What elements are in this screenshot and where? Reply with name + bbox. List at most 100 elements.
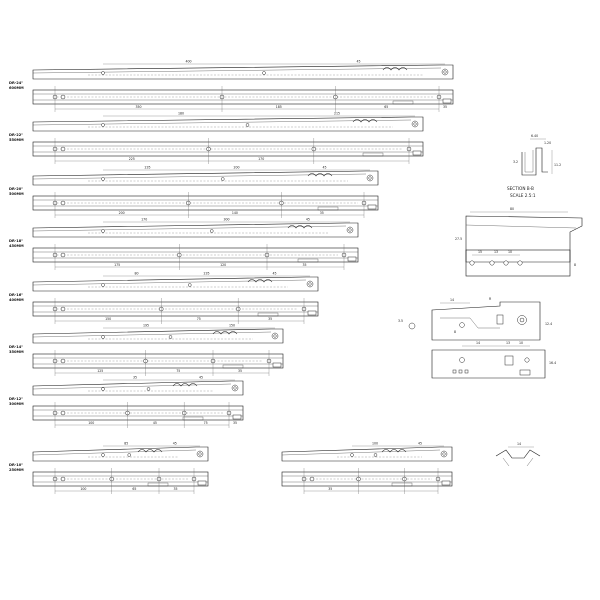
detail-top-hole	[503, 260, 509, 266]
rail-bottom-dim: 75	[176, 369, 180, 373]
rail-bottom-marking	[147, 482, 169, 487]
rail-bottom-marking	[391, 482, 413, 487]
rail-bottom-hole	[60, 94, 66, 100]
rail-size: 450MM	[9, 244, 24, 248]
rail-top-hole	[101, 283, 105, 287]
rail-bottom-dim: 65	[132, 487, 136, 491]
detail-top: 80 27.5 15 13 10 8	[455, 207, 583, 277]
rail-bottom-dim: 150	[105, 317, 111, 321]
rail-size: 350MM	[9, 350, 24, 354]
rail-label: DR-14"	[9, 345, 23, 349]
rail-hook-notches	[307, 173, 333, 177]
rail-bottom-marking	[392, 100, 414, 105]
rail-bottom-dim: 100	[88, 421, 94, 425]
detail-bottom: 14 13 10 16.4	[431, 341, 556, 379]
detail-top-hole	[517, 260, 523, 266]
rail-top-hole-inner	[348, 228, 352, 232]
rail-bottom-hole	[309, 476, 315, 482]
rail-top-member	[32, 116, 424, 132]
rail-top-member	[32, 170, 379, 186]
rail-bottom-member	[32, 471, 209, 487]
rail-top-hole	[221, 177, 225, 181]
rail-top-member	[32, 328, 284, 344]
section-dim-3: 3.2	[513, 160, 518, 164]
rail-bottom-hole	[60, 146, 66, 152]
rail-top-member	[32, 222, 359, 238]
detail-top-dim-4: 13	[494, 250, 498, 254]
rail-bottom-dim: 185	[276, 105, 282, 109]
section-dim-2: 1.20	[544, 141, 551, 145]
rail-top-member	[32, 446, 209, 462]
rail-top-hole-inner	[413, 122, 417, 126]
rail-bottom-hole	[60, 200, 66, 206]
rail-label: DR-20"	[9, 187, 23, 191]
detail-top-dim-5: 10	[508, 250, 512, 254]
rail-top-hole-inner	[273, 334, 277, 338]
rail-top-hole-inner	[442, 452, 446, 456]
detail-bottom-rect-hole	[504, 355, 514, 366]
rail-top-hole	[101, 71, 105, 75]
rail-top-dim: 45	[199, 376, 203, 380]
rail-top-dim: 45	[357, 60, 361, 64]
rail-bottom-hole	[60, 410, 66, 416]
detail-top-edge	[465, 224, 577, 229]
detail-bottom-dim-2: 13	[506, 341, 510, 345]
rail-top-edge	[32, 225, 347, 232]
rail-top-hole	[101, 123, 105, 127]
rail-top-dim: 215	[334, 112, 340, 116]
rail-top-hole	[350, 453, 354, 457]
rail-hook-notches	[352, 119, 378, 123]
rail-bottom-dim: 140	[232, 211, 238, 215]
section-title: SECTION B-B	[507, 186, 534, 191]
rail-top-hole	[373, 453, 378, 457]
rail-bottom-dim: 120	[220, 263, 226, 267]
rail-size: 300MM	[9, 402, 24, 406]
rail-hook-notches	[247, 279, 273, 283]
rail-size: 500MM	[9, 192, 24, 196]
rail-bottom-dim: 170	[258, 157, 264, 161]
rail-bottom-tab	[307, 310, 317, 316]
detail-small-dim: 14	[517, 442, 521, 446]
rail-top-member	[281, 446, 453, 462]
rail-bottom-member	[281, 471, 453, 487]
rail-top-hole	[262, 71, 266, 75]
rail-top-dim: 35	[133, 376, 137, 380]
detail-top-plate	[465, 249, 571, 277]
rail-label: DR-18"	[9, 239, 23, 243]
rail-bottom-marking	[317, 206, 339, 211]
detail-small-profile	[495, 449, 541, 459]
detail-bottom-dim-4: 16.4	[549, 361, 556, 365]
rail-top-dim: 80	[135, 272, 139, 276]
detail-top-dim-1: 80	[510, 207, 514, 211]
rail-bottom-dim: 175	[114, 263, 120, 267]
rail-top-member	[32, 380, 244, 396]
rail-bottom-tab	[272, 362, 282, 368]
section-scale: SCALE 2.5:1	[510, 193, 536, 198]
detail-top-dim-2: 27.5	[455, 237, 462, 241]
rail-bottom-dim: 35	[443, 105, 447, 109]
rail-bottom-member	[32, 141, 424, 157]
rail-hook-notches	[212, 331, 238, 335]
section-profile	[521, 147, 548, 176]
rail-hook-notches	[382, 67, 408, 71]
section-dim-4: 11.2	[554, 163, 561, 167]
detail-mid-dim-4: 8	[454, 330, 456, 334]
rail-bottom-dim: 35	[174, 487, 178, 491]
rail-bottom-dim: 35	[303, 263, 307, 267]
detail-bottom-tab	[519, 369, 531, 376]
rail-bottom-hole	[60, 252, 66, 258]
rail-bottom-dim: 75	[204, 421, 208, 425]
rail-top-hole	[210, 229, 214, 233]
rail-bottom-dim: 35	[320, 211, 324, 215]
detail-mid: 14 R 12.4 8 3.5	[398, 297, 552, 341]
rail-bottom-marking	[182, 416, 204, 421]
rail-bottom-member	[32, 247, 359, 263]
rail-bottom-dim: 75	[197, 317, 201, 321]
detail-top-dim-6: 8	[574, 263, 576, 267]
